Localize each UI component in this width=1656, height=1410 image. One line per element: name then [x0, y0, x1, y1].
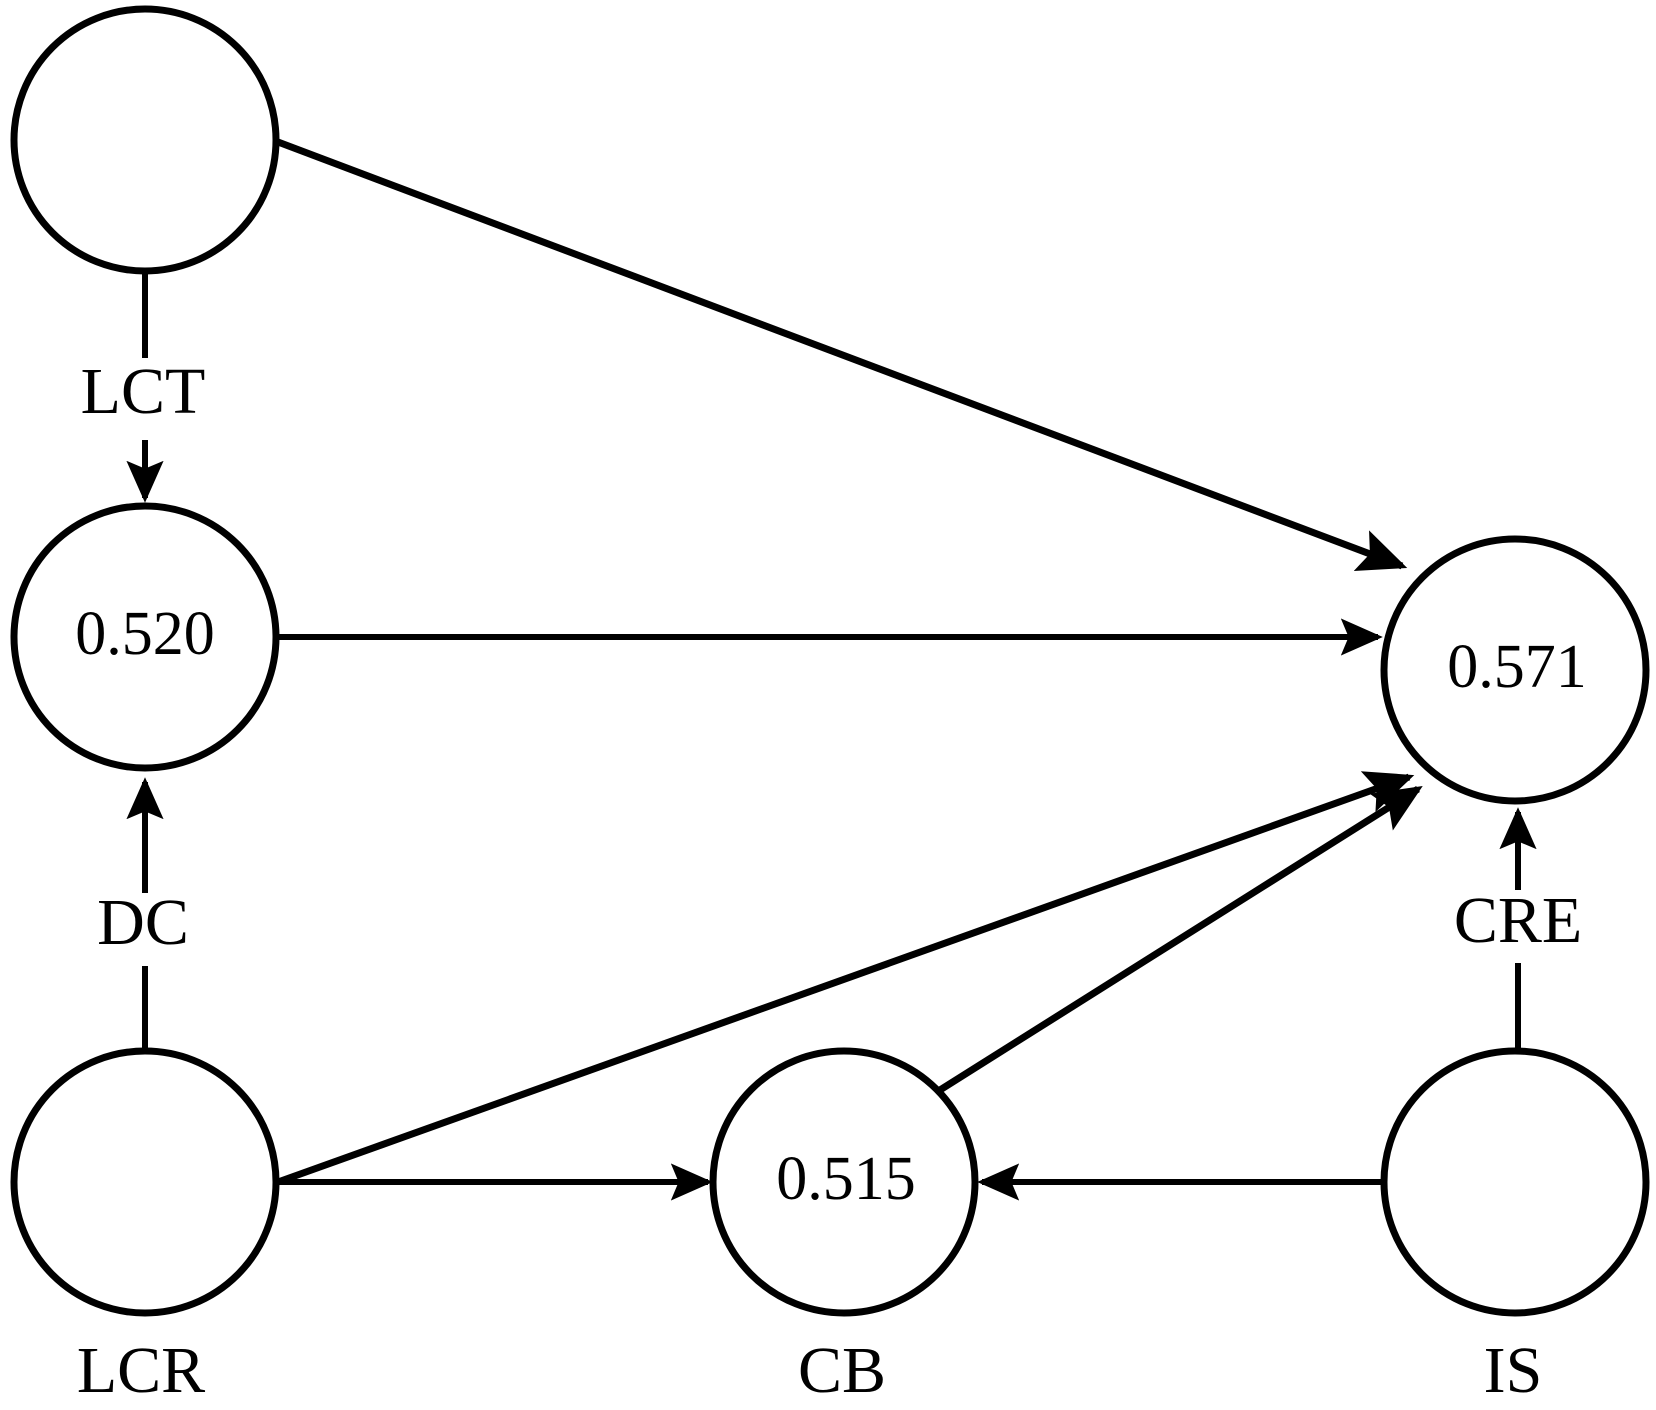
- edge-lcr-to-main-outcome: [276, 771, 1415, 1186]
- node-caption-lcr: LCR: [77, 1334, 205, 1407]
- edge-label-dc: DC: [97, 886, 189, 959]
- node-cb-value: 0.515: [776, 1145, 916, 1213]
- node-main-outcome-value: 0.571: [1447, 633, 1587, 701]
- node-caption-cb: CB: [798, 1334, 886, 1407]
- edge-lct-source-to-main-outcome: [276, 138, 1408, 571]
- node-lct-outcome[interactable]: [10, 502, 280, 772]
- node-main-outcome[interactable]: [1380, 535, 1650, 805]
- edge-label-lct: LCT: [81, 355, 206, 428]
- node-lct-source[interactable]: [10, 5, 280, 275]
- node-lct-outcome-value: 0.520: [75, 600, 215, 668]
- node-cb[interactable]: [709, 1047, 979, 1317]
- edge-cb-to-main-outcome: [938, 786, 1423, 1093]
- node-lcr[interactable]: [10, 1047, 280, 1317]
- node-caption-is: IS: [1484, 1334, 1543, 1407]
- edge-label-cre: CRE: [1454, 884, 1582, 957]
- node-is[interactable]: [1380, 1047, 1650, 1317]
